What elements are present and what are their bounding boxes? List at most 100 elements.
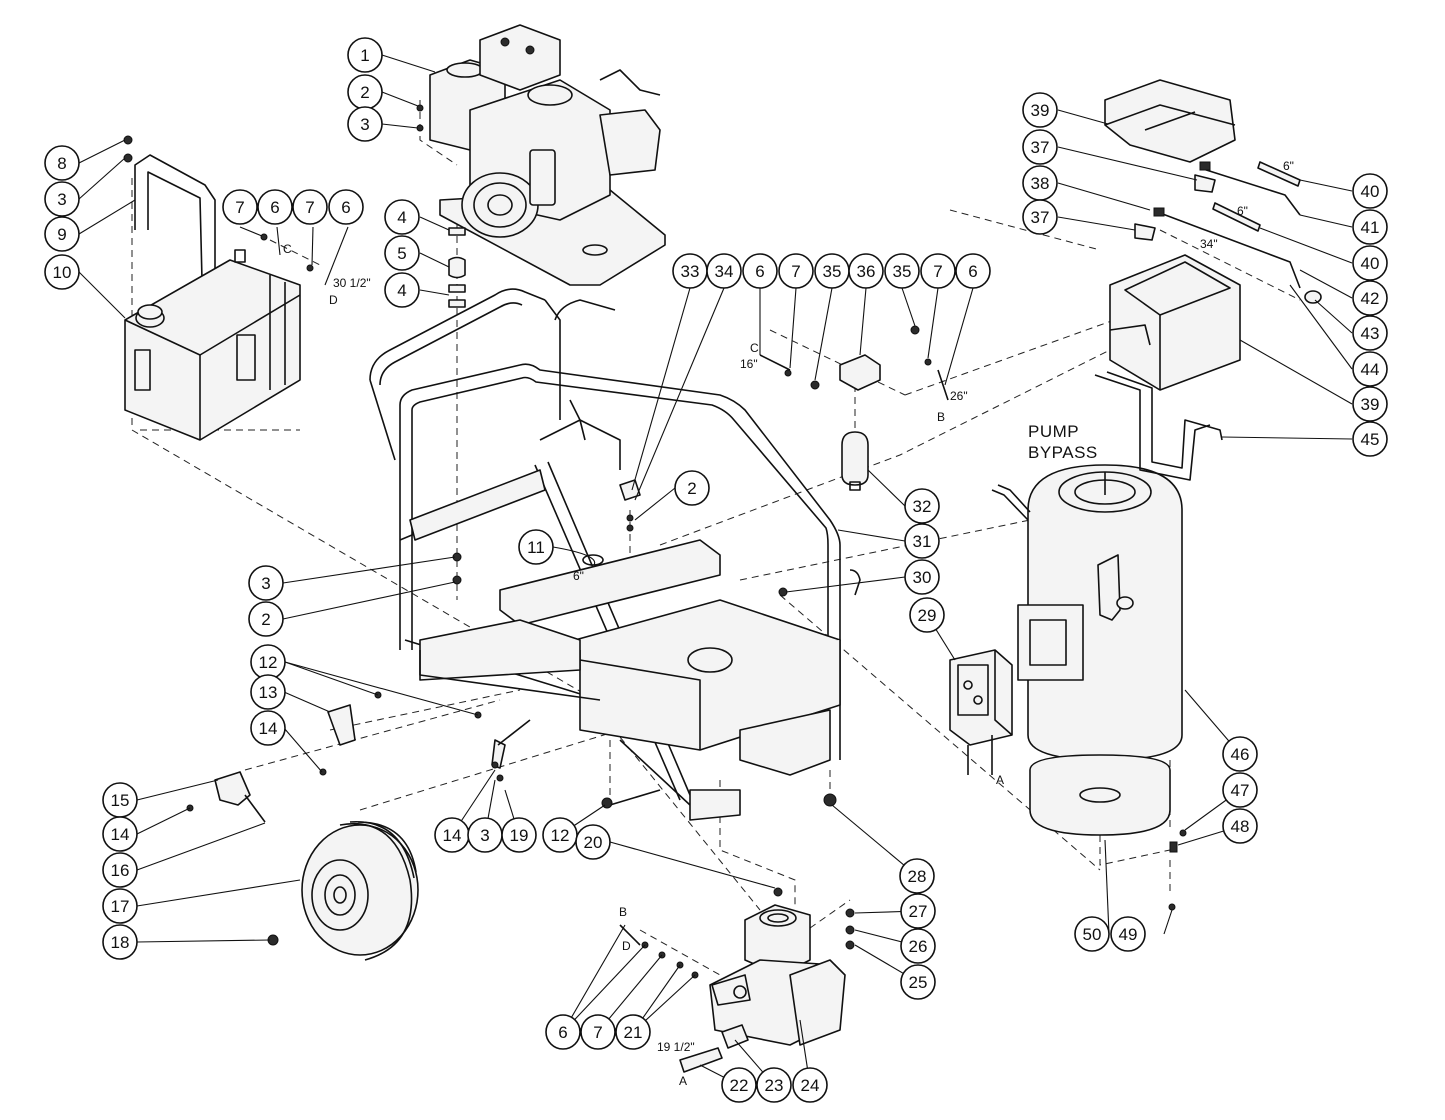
- callout-44: 44: [1352, 351, 1388, 387]
- callout-41: 41: [1352, 209, 1388, 245]
- callout-number: 11: [527, 538, 545, 557]
- callout-number: 2: [687, 479, 696, 498]
- callout-12: 12: [542, 817, 578, 853]
- callout-number: 30: [913, 568, 932, 587]
- callout-14: 14: [102, 816, 138, 852]
- callout-number: 14: [443, 826, 462, 845]
- callout-number: 3: [57, 190, 66, 209]
- callout-1: 1: [347, 37, 383, 73]
- callout-circle: [1022, 129, 1058, 165]
- callout-number: 3: [261, 574, 270, 593]
- callout-number: 44: [1361, 360, 1380, 379]
- callout-3: 3: [467, 817, 503, 853]
- callout-number: 1: [360, 46, 369, 65]
- callout-14: 14: [250, 710, 286, 746]
- callout-13: 13: [250, 674, 286, 710]
- callout-24: 24: [792, 1067, 828, 1103]
- callout-circle: [904, 523, 940, 559]
- callout-circle: [1022, 92, 1058, 128]
- callout-39: 39: [1022, 92, 1058, 128]
- callout-12: 12: [250, 644, 286, 680]
- tag-d-1: D: [329, 293, 338, 307]
- callout-29: 29: [909, 597, 945, 633]
- callout-number: 19: [510, 826, 529, 845]
- callout-circle: [899, 858, 935, 894]
- heater-coil: [991, 464, 1183, 836]
- callout-number: 4: [397, 281, 406, 300]
- callout-circle: [615, 1014, 651, 1050]
- callout-circle: [1352, 315, 1388, 351]
- tag-c-1: C: [283, 242, 292, 256]
- callout-21: 21: [615, 1014, 651, 1050]
- callout-circle: [102, 852, 138, 888]
- callout-circle: [102, 888, 138, 924]
- callout-circle: [384, 235, 420, 271]
- callout-28: 28: [899, 858, 935, 894]
- length-26: 26": [950, 389, 968, 403]
- hoses: [1134, 161, 1322, 304]
- callout-14: 14: [434, 817, 470, 853]
- callout-circle: [1352, 173, 1388, 209]
- length-6-hose: 6": [573, 569, 584, 583]
- callout-36: 36: [848, 253, 884, 289]
- callout-35: 35: [884, 253, 920, 289]
- callout-circle: [248, 565, 284, 601]
- pump-bypass-label-line1: PUMP: [1028, 422, 1079, 441]
- callout-38: 38: [1022, 165, 1058, 201]
- callout-7: 7: [222, 189, 258, 225]
- callout-34: 34: [706, 253, 742, 289]
- length-34: 34": [1200, 237, 1218, 251]
- callout-circle: [1352, 245, 1388, 281]
- tag-b-2: B: [619, 905, 627, 919]
- callout-circle: [102, 816, 138, 852]
- callout-number: 17: [111, 897, 130, 916]
- callout-circle: [1352, 386, 1388, 422]
- callout-circle: [545, 1014, 581, 1050]
- callout-45: 45: [1352, 421, 1388, 457]
- callout-31: 31: [904, 523, 940, 559]
- callout-35: 35: [814, 253, 850, 289]
- length-30-half: 30 1/2": [333, 276, 371, 290]
- callout-circle: [347, 106, 383, 142]
- callout-32: 32: [904, 488, 940, 524]
- callout-circle: [44, 145, 80, 181]
- callout-circle: [384, 272, 420, 308]
- callout-circle: [222, 189, 258, 225]
- callout-number: 4: [397, 208, 406, 227]
- callout-number: 6: [558, 1023, 567, 1042]
- tank-box: [1094, 254, 1241, 481]
- callout-circle: [884, 253, 920, 289]
- callout-43: 43: [1352, 315, 1388, 351]
- callout-number: 45: [1361, 430, 1380, 449]
- callout-50: 50: [1074, 916, 1110, 952]
- callout-30: 30: [904, 559, 940, 595]
- callout-6: 6: [955, 253, 991, 289]
- callout-20: 20: [575, 824, 611, 860]
- callout-40: 40: [1352, 245, 1388, 281]
- callout-4: 4: [384, 272, 420, 308]
- callout-circle: [792, 1067, 828, 1103]
- callout-number: 50: [1083, 925, 1102, 944]
- callout-17: 17: [102, 888, 138, 924]
- callout-number: 9: [57, 225, 66, 244]
- callout-circle: [384, 199, 420, 235]
- callout-6: 6: [257, 189, 293, 225]
- callout-number: 12: [259, 653, 278, 672]
- callout-number: 22: [730, 1076, 749, 1095]
- callout-5: 5: [384, 235, 420, 271]
- callout-46: 46: [1222, 736, 1258, 772]
- callout-circle: [44, 254, 80, 290]
- callout-9: 9: [44, 216, 80, 252]
- switch-parts: [759, 325, 949, 491]
- callout-number: 23: [765, 1076, 784, 1095]
- callout-circle: [44, 181, 80, 217]
- callout-circle: [248, 601, 284, 637]
- callout-circle: [848, 253, 884, 289]
- callout-22: 22: [721, 1067, 757, 1103]
- length-16: 16": [740, 357, 758, 371]
- callout-number: 35: [823, 262, 842, 281]
- pump-bypass-label-line2: BYPASS: [1028, 443, 1098, 462]
- callout-number: 39: [1361, 395, 1380, 414]
- callout-number: 36: [857, 262, 876, 281]
- callout-7: 7: [778, 253, 814, 289]
